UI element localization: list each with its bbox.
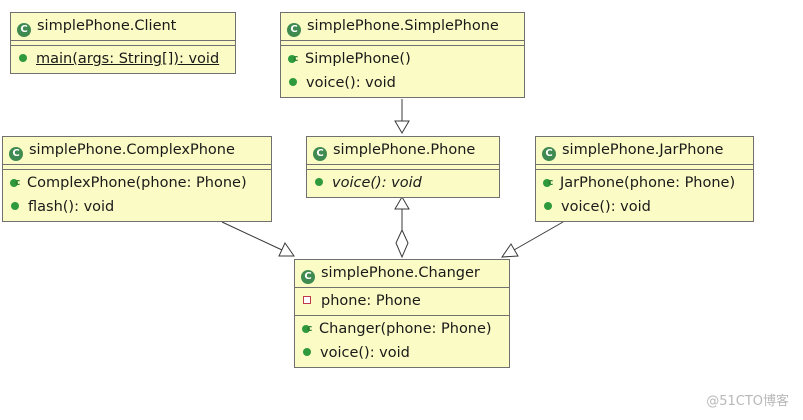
class-icon: C — [9, 147, 23, 161]
attributes-compartment — [281, 41, 524, 46]
methods-compartment: voice(): void — [307, 170, 499, 197]
method-voice-abstract: voice(): void — [307, 171, 499, 195]
class-name: simplePhone.Phone — [333, 142, 476, 158]
class-name: simplePhone.Client — [37, 18, 177, 34]
class-name: simplePhone.Changer — [321, 265, 480, 281]
attributes-compartment: phone: Phone — [295, 288, 509, 316]
class-icon: C — [17, 23, 31, 37]
edge-complexphone-changer — [221, 221, 283, 251]
attributes-compartment — [11, 41, 235, 46]
method-voice: voice(): void — [281, 71, 524, 95]
constructor-icon: c — [302, 323, 312, 334]
constructor-icon: c — [288, 53, 298, 64]
class-icon: C — [542, 147, 556, 161]
field-phone: phone: Phone — [295, 289, 509, 313]
public-method-icon — [315, 178, 323, 186]
class-name: simplePhone.SimplePhone — [307, 18, 499, 34]
aggregation-diamond — [395, 228, 409, 259]
method-main: main(args: String[]): void — [11, 47, 235, 71]
public-method-icon — [11, 202, 19, 210]
watermark: @51CTO博客 — [706, 394, 789, 409]
method-flash: flash(): void — [3, 195, 271, 219]
public-method-icon — [19, 54, 27, 62]
public-method-icon — [303, 348, 311, 356]
methods-compartment: main(args: String[]): void — [11, 46, 235, 73]
private-field-icon — [303, 296, 311, 304]
method-voice: voice(): void — [536, 195, 753, 219]
method-voice: voice(): void — [295, 341, 509, 365]
constructor-icon: c — [543, 177, 553, 188]
class-icon: C — [313, 147, 327, 161]
class-icon: C — [287, 23, 301, 37]
attributes-compartment — [3, 165, 271, 170]
generalization-arrowhead — [501, 243, 519, 258]
public-method-icon — [289, 78, 297, 86]
attributes-compartment — [536, 165, 753, 170]
generalization-arrowhead — [394, 196, 410, 210]
generalization-arrowhead — [278, 241, 295, 257]
edge-jarphone-changer — [513, 221, 564, 251]
class-name: simplePhone.JarPhone — [562, 142, 724, 158]
class-icon: C — [301, 270, 315, 284]
class-name: simplePhone.ComplexPhone — [29, 142, 235, 158]
attributes-compartment — [307, 165, 499, 170]
constructor-icon: c — [10, 177, 20, 188]
generalization-arrowhead — [394, 120, 410, 134]
public-method-icon — [544, 202, 552, 210]
